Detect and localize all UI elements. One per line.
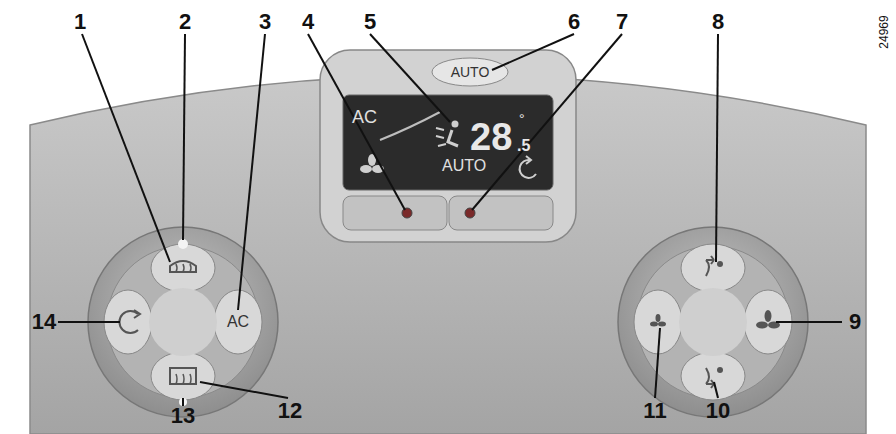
degree-symbol: ° <box>519 112 525 126</box>
callout-number: 7 <box>616 11 628 33</box>
auto-indicator: AUTO <box>442 158 486 174</box>
button-label: AC <box>227 314 249 330</box>
callout-number: 10 <box>706 400 730 422</box>
panel-body <box>30 75 866 434</box>
figure-number: 24969 <box>878 15 890 48</box>
callout-number: 5 <box>364 11 376 33</box>
callout-number: 8 <box>712 11 724 33</box>
temperature-decimal: .5 <box>517 138 530 154</box>
auto-button: AUTO <box>432 58 508 86</box>
callout-number: 13 <box>171 405 195 427</box>
display-unit <box>320 50 576 242</box>
lcd-display: AC 28 ° .5AUTO <box>343 95 553 190</box>
callout-number: 1 <box>74 11 86 33</box>
button-label: AUTO <box>451 65 490 79</box>
callout-number: 2 <box>179 11 191 33</box>
callout-number: 3 <box>259 11 271 33</box>
temperature-value: 28 <box>470 118 512 156</box>
callout-number: 6 <box>568 11 580 33</box>
callout-number: 4 <box>302 11 314 33</box>
callout-number: 14 <box>32 311 56 333</box>
ac-indicator: AC <box>352 108 377 126</box>
ac-button: AC <box>216 304 260 340</box>
callout-number: 12 <box>278 400 302 422</box>
callout-number: 11 <box>643 400 666 422</box>
leader-lines <box>58 34 842 406</box>
callout-number: 9 <box>849 311 861 333</box>
